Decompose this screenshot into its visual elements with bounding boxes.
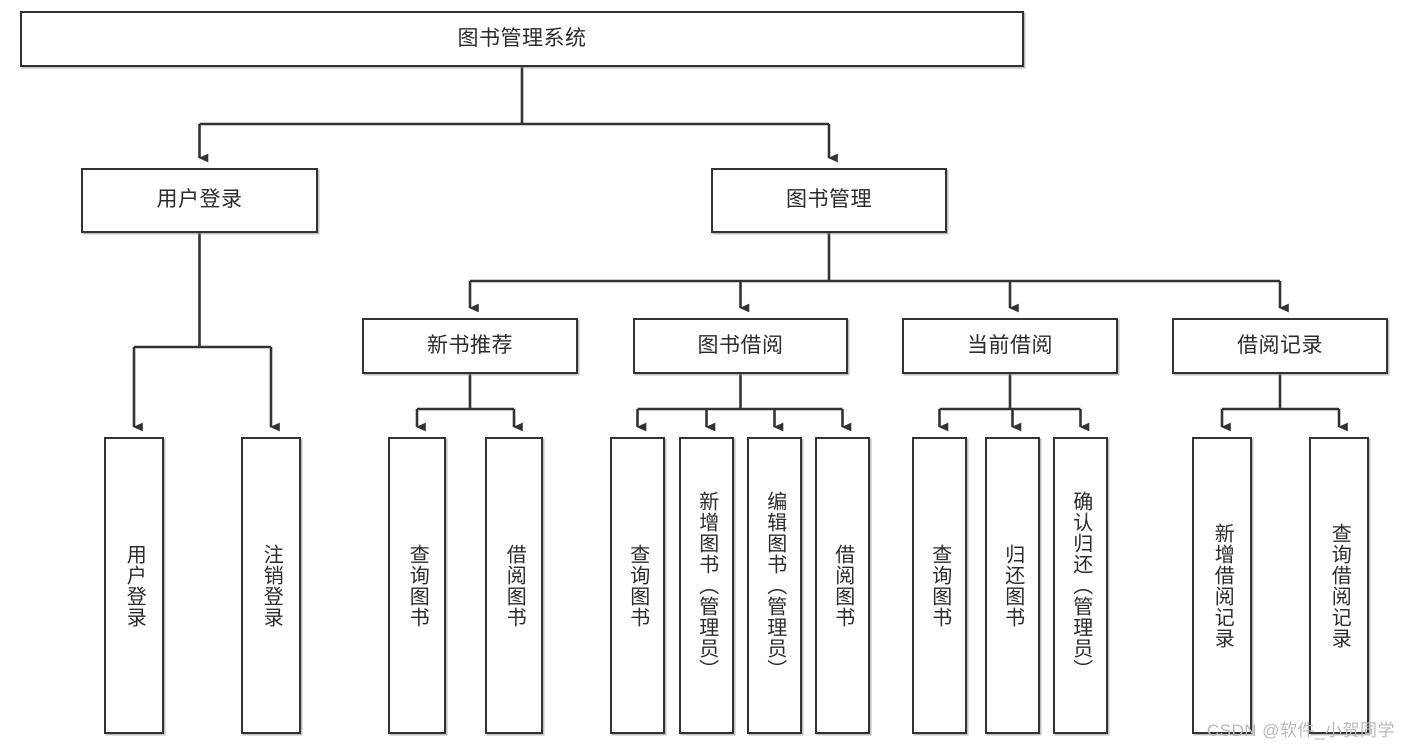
node-newbook: 新书推荐 [362, 318, 578, 374]
node-label: 借阅记录 [1237, 333, 1323, 357]
node-label: 新增图书（管理员） [695, 491, 718, 680]
node-records: 借阅记录 [1172, 318, 1388, 374]
node-leaf-bq-borrow: 借阅图书 [815, 437, 870, 734]
node-leaf-nb-borrow: 借阅图书 [485, 437, 543, 734]
node-login: 用户登录 [81, 168, 318, 233]
node-label: 注销登录 [260, 543, 283, 628]
node-label: 新书推荐 [427, 333, 513, 357]
edge-bus [417, 374, 514, 411]
node-label: 确认归还（管理员） [1069, 491, 1092, 680]
node-label: 查询图书 [928, 543, 951, 628]
node-label: 查询图书 [626, 543, 649, 628]
node-leaf-rec-query: 查询借阅记录 [1309, 437, 1369, 734]
node-label: 新增借阅记录 [1211, 522, 1234, 649]
node-leaf-login: 用户登录 [104, 437, 164, 734]
edge-bus [470, 233, 1280, 283]
node-leaf-logout: 注销登录 [241, 437, 301, 734]
node-label: 图书管理系统 [457, 26, 587, 50]
node-leaf-cur-query: 查询图书 [912, 437, 967, 734]
node-root: 图书管理系统 [20, 11, 1024, 67]
node-label: 图书借阅 [697, 333, 784, 357]
node-leaf-cur-return: 归还图书 [985, 437, 1040, 734]
watermark-text: CSDN @软件_小贺同学 [1206, 721, 1395, 740]
node-leaf-bq-edit: 编辑图书（管理员） [747, 437, 802, 734]
node-bookmgmt: 图书管理 [711, 168, 947, 233]
node-leaf-rec-add: 新增借阅记录 [1192, 437, 1252, 734]
node-label: 借阅图书 [831, 543, 854, 628]
node-label: 借阅图书 [503, 543, 526, 628]
edge-bus [939, 374, 1081, 411]
node-label: 图书管理 [786, 188, 872, 212]
node-label: 查询图书 [406, 543, 429, 628]
edge-bus [637, 374, 843, 411]
node-label: 当前借阅 [967, 333, 1053, 357]
node-label: 查询借阅记录 [1328, 522, 1351, 649]
edge-bus [1222, 374, 1339, 411]
node-leaf-bq-query: 查询图书 [610, 437, 665, 734]
edge-bus [199, 67, 829, 126]
node-label: 用户登录 [156, 188, 243, 212]
node-borrow: 图书借阅 [633, 318, 848, 374]
node-current: 当前借阅 [902, 318, 1118, 374]
node-leaf-cur-confirm: 确认归还（管理员） [1053, 437, 1108, 734]
node-label: 用户登录 [123, 543, 146, 628]
node-label: 归还图书 [1001, 543, 1024, 628]
node-leaf-nb-query: 查询图书 [388, 437, 446, 734]
node-label: 编辑图书（管理员） [763, 491, 786, 680]
node-leaf-bq-add: 新增图书（管理员） [679, 437, 734, 734]
edge-bus [134, 233, 271, 349]
